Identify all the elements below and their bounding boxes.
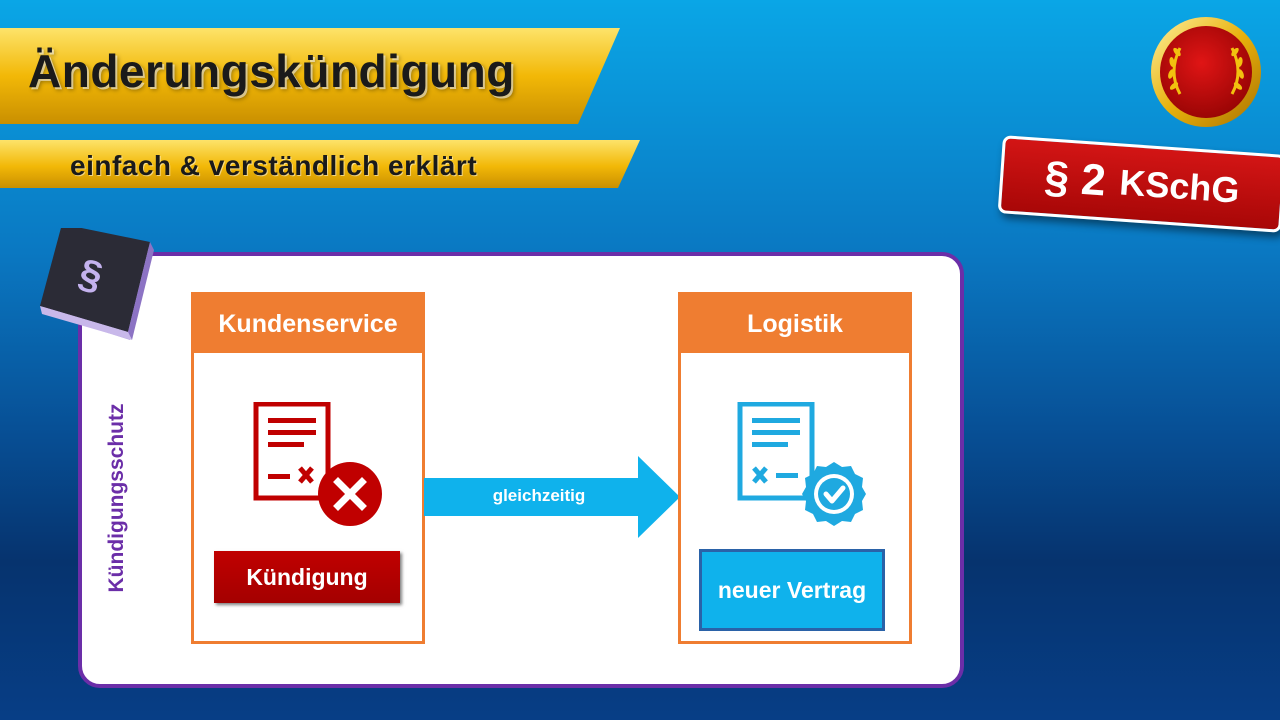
page-subtitle: einfach & verständlich erklärt [70,150,478,181]
title-banner [0,28,620,124]
document-approved-icon [737,402,866,526]
document-cancel-icon [253,402,382,526]
gold-seal-icon [1151,17,1261,127]
law-book-icon: § [40,228,154,340]
kuendigung-label: Kündigung [214,551,400,603]
arrow-right-icon [424,456,680,538]
subtitle-banner [0,140,640,188]
arrow-label: gleichzeitig [492,486,586,505]
side-label: Kündigungsschutz [105,403,128,593]
section-number: § 2 [1042,152,1108,206]
law-abbreviation: KSchG [1118,161,1241,211]
page-title: Änderungskündigung [28,45,515,97]
neuer-vertrag-label: neuer Vertrag [699,549,885,631]
law-reference-badge: § 2 KSchG [997,135,1280,233]
department-title: Logistik [681,295,909,353]
department-title: Kundenservice [194,295,422,353]
